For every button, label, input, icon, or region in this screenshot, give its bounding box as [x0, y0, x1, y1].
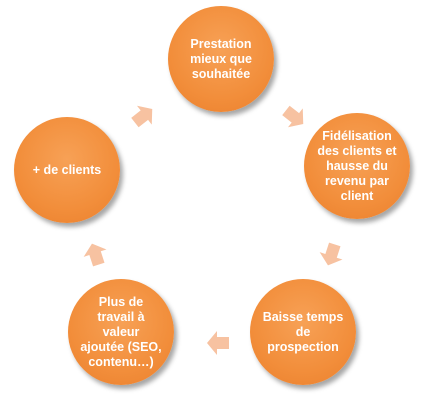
- arrow-right-to-bottomright-icon: [319, 242, 343, 266]
- arrow-left-to-top-icon: [131, 105, 153, 128]
- node-baisse-temps: Baisse temps de prospection: [250, 279, 356, 385]
- node-label: + de clients: [32, 162, 102, 177]
- node-plus-de-travail: Plus de travail à valeur ajoutée (SEO, c…: [68, 279, 174, 385]
- node-label: Prestation mieux que souhaitée: [190, 36, 252, 81]
- node-label: Baisse temps de prospection: [262, 309, 344, 354]
- arrow-bottomleft-to-left-icon: [83, 243, 107, 267]
- node-plus-de-clients: + de clients: [14, 117, 120, 223]
- node-label: Plus de travail à valeur ajoutée (SEO, c…: [80, 294, 162, 369]
- arrow-bottomright-to-bottomleft-icon: [207, 331, 229, 355]
- node-fidelisation: Fidélisation des clients et hausse du re…: [304, 113, 410, 219]
- arrow-top-to-right-icon: [282, 105, 304, 128]
- node-label: Fidélisation des clients et hausse du re…: [317, 128, 397, 203]
- node-prestation: Prestation mieux que souhaitée: [168, 6, 274, 112]
